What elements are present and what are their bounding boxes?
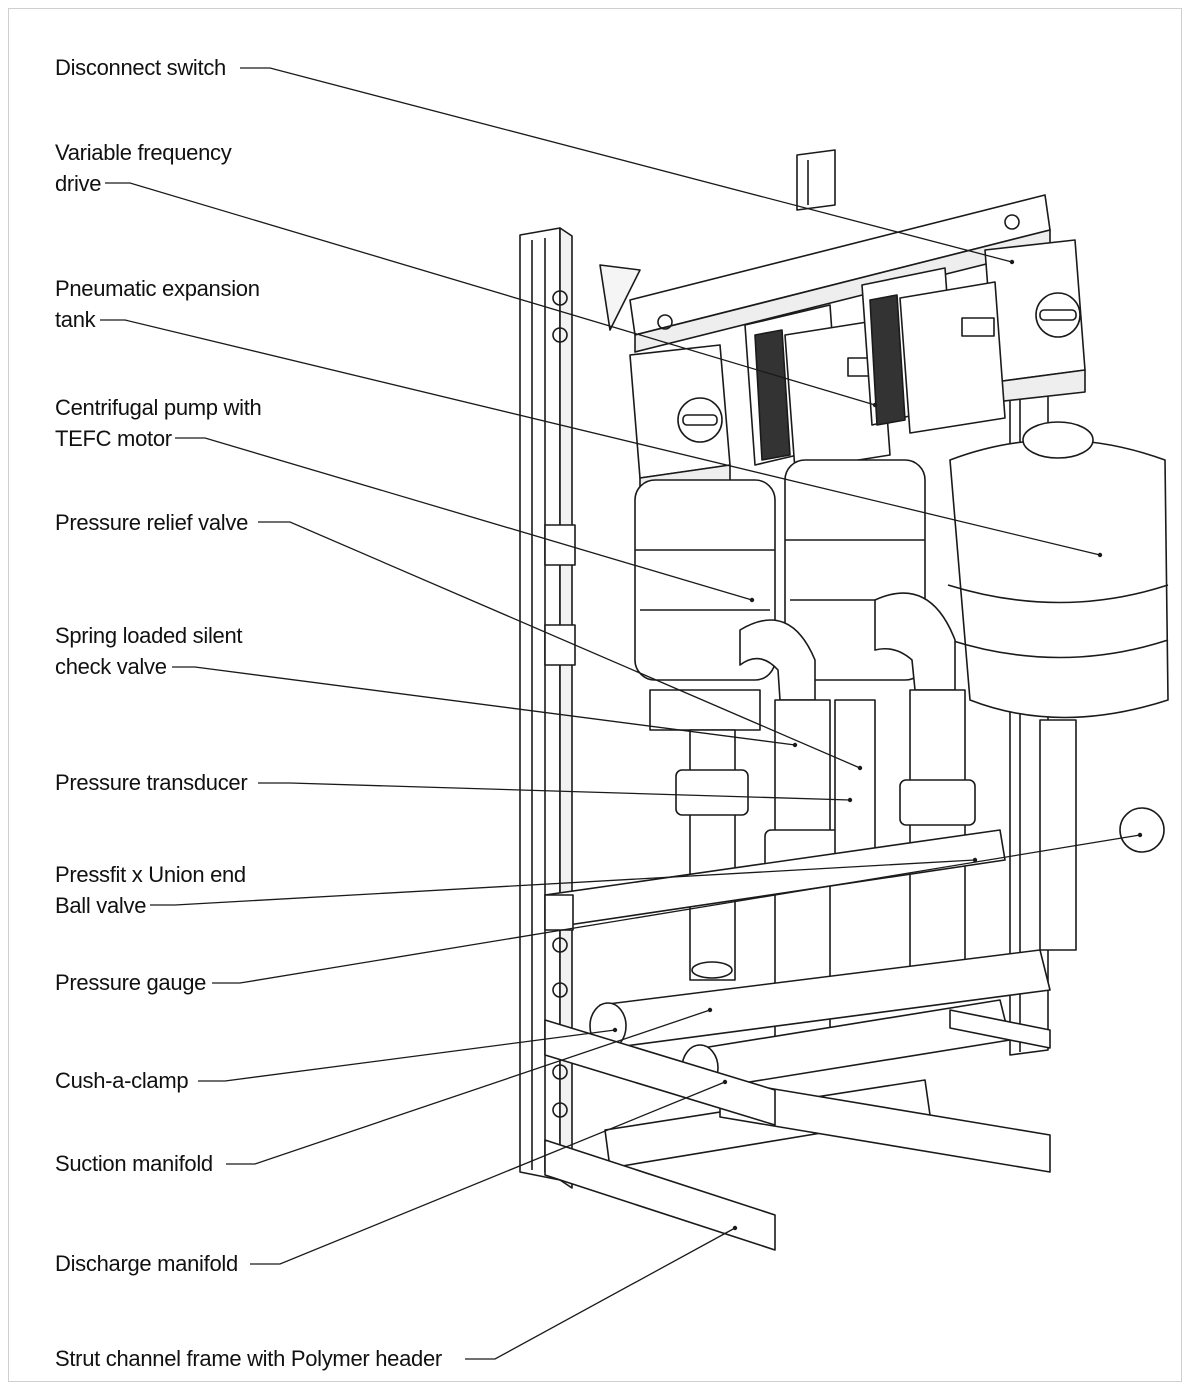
leader-transducer: [258, 782, 851, 801]
label-disconnect-switch: Disconnect switch: [55, 55, 226, 80]
label-centrifugal-pump: Centrifugal pump with TEFC motor: [55, 395, 262, 451]
label-cush-a-clamp: Cush-a-clamp: [55, 1068, 189, 1093]
label-pressure-relief-valve: Pressure relief valve: [55, 510, 249, 535]
label-variable-frequency-drive: Variable frequency drive: [55, 140, 232, 196]
leader-discharge: [250, 1081, 726, 1265]
leader-relief: [258, 521, 861, 769]
leader-ballvalve: [150, 859, 976, 906]
leader-vfd: [105, 182, 876, 406]
label-suction-manifold: Suction manifold: [55, 1151, 213, 1176]
leader-check: [172, 666, 796, 746]
leader-pump: [175, 437, 753, 601]
diagram-frame: [8, 8, 1182, 1382]
label-strut-frame: Strut channel frame with Polymer header: [55, 1346, 442, 1371]
label-pressure-transducer: Pressure transducer: [55, 770, 248, 795]
label-ball-valve: Pressfit x Union end Ball valve: [55, 862, 246, 918]
label-check-valve: Spring loaded silent check valve: [55, 623, 243, 679]
leader-strut: [465, 1227, 736, 1360]
disconnect-switch-right: [984, 239, 1086, 403]
leader-disconnect: [240, 67, 1013, 263]
leader-clamp: [198, 1029, 616, 1082]
label-pneumatic-expansion-tank: Pneumatic expansion tank: [55, 276, 260, 332]
disconnect-switch-left: [629, 344, 731, 501]
suction-manifold-pipe: [589, 949, 1051, 1050]
leader-tank: [100, 319, 1101, 556]
base-struts: [544, 1009, 1051, 1251]
top-header-bar: [599, 194, 1051, 353]
label-discharge-manifold: Discharge manifold: [55, 1251, 238, 1276]
leader-lines: [100, 67, 1141, 1360]
pump-motor-left: [634, 479, 776, 731]
leader-suction: [226, 1009, 711, 1165]
expansion-tank: [947, 421, 1169, 951]
leader-gauge: [212, 834, 1141, 984]
label-pressure-gauge: Pressure gauge: [55, 970, 207, 995]
vfd-right: [861, 267, 1006, 434]
leader-endpoints: [612, 259, 1143, 1231]
vfd-left: [744, 304, 891, 471]
left-upright-strut: [519, 227, 573, 1189]
